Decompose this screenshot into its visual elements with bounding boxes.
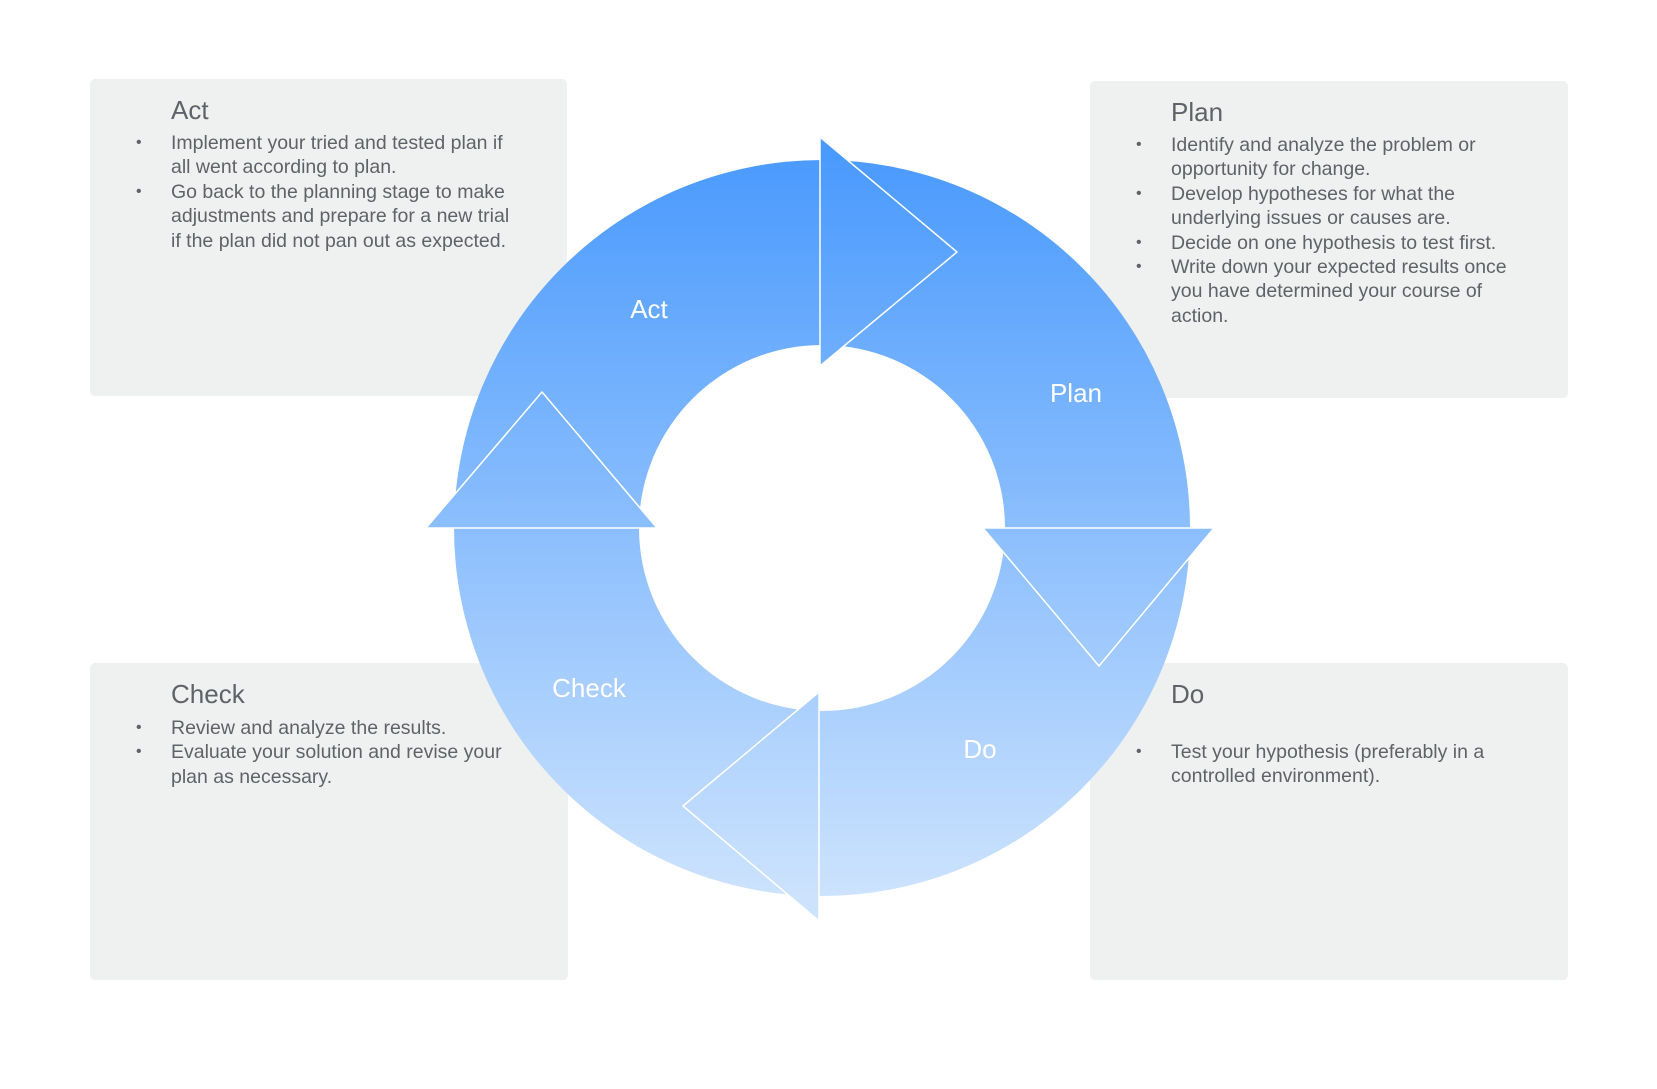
plan-bullet-3: Decide on one hypothesis to test first. (1136, 231, 1511, 256)
do-bullet-1: Test your hypothesis (preferably in a co… (1136, 740, 1511, 789)
check-to-act-arrowhead (425, 391, 658, 529)
act-segment-label: Act (630, 294, 668, 324)
do-to-check-arrowhead (682, 691, 820, 922)
plan-bullet-1: Identify and analyze the problem or oppo… (1136, 133, 1511, 182)
do-segment-label: Do (963, 734, 996, 764)
check-panel: Check Review and analyze the results. Ev… (90, 663, 568, 980)
plan-to-do-arrowhead (982, 527, 1215, 667)
act-bullet-2: Go back to the planning stage to make ad… (136, 180, 511, 253)
plan-bullet-4: Write down your expected results once yo… (1136, 255, 1511, 328)
act-bullet-1: Implement your tried and tested plan if … (136, 131, 511, 180)
plan-segment-label: Plan (1050, 378, 1102, 408)
do-bullet-list: Test your hypothesis (preferably in a co… (1136, 740, 1511, 789)
check-segment-label: Check (552, 673, 627, 703)
check-bullet-list: Review and analyze the results. Evaluate… (136, 716, 511, 789)
check-panel-title: Check (171, 679, 245, 709)
plan-bullet-list: Identify and analyze the problem or oppo… (1136, 133, 1511, 328)
cycle-ring (454, 160, 1190, 896)
act-to-plan-arrowhead (819, 136, 958, 367)
plan-panel-title: Plan (1171, 97, 1224, 127)
act-panel-title: Act (171, 95, 209, 125)
plan-panel: Plan Identify and analyze the problem or… (1090, 81, 1568, 398)
act-panel: Act Implement your tried and tested plan… (90, 79, 567, 396)
plan-bullet-2: Develop hypotheses for what the underlyi… (1136, 182, 1511, 231)
check-bullet-2: Evaluate your solution and revise your p… (136, 740, 511, 789)
do-panel-title: Do (1171, 679, 1205, 709)
do-panel: Do Test your hypothesis (preferably in a… (1090, 663, 1568, 980)
check-bullet-1: Review and analyze the results. (136, 716, 511, 741)
act-bullet-list: Implement your tried and tested plan if … (136, 131, 511, 253)
